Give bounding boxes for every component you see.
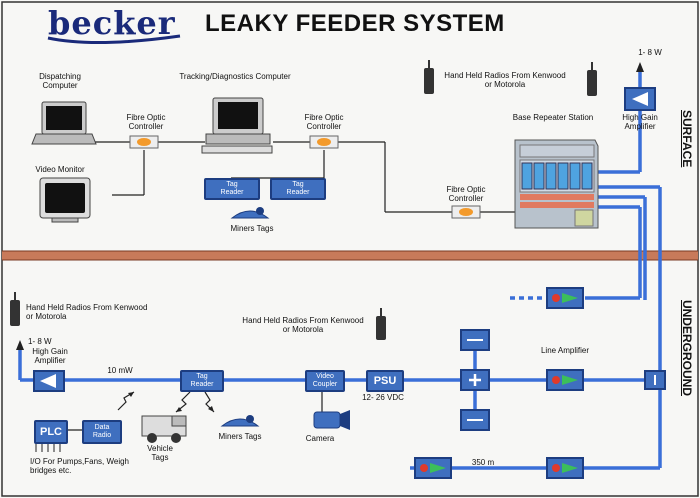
becker-logo: becker [48,4,176,42]
logo-swoosh [47,34,181,45]
fibre-optic-2-label: Fibre Optic Controller [304,113,344,131]
tag-reader-underground: Tag Reader [180,370,224,392]
wireless-link-arrows [117,391,215,413]
base-repeater-station [514,139,599,229]
handheld-radio-icon [587,62,597,96]
miners-tag-icon [230,207,270,219]
psu: PSU [366,370,404,392]
surface-label: SURFACE [680,110,694,168]
handheld-radio-icon [424,60,434,94]
handheld-radios-mid-label: Hand Held Radios From Kenwood or Motorol… [242,316,364,334]
underground-label: UNDERGROUND [680,300,694,396]
antenna-arrow-icon [636,62,644,72]
handheld-radios-left-label: Hand Held Radios From Kenwood or Motorol… [26,303,148,321]
base-repeater-label: Base Repeater Station [512,113,594,122]
line-amplifier-label: Line Amplifier [540,346,590,355]
miners-tags-surface-label: Miners Tags [230,224,274,233]
vehicle-tags-label: Vehicle Tags [147,444,173,462]
tracking-computer-label: Tracking/Diagnostics Computer [179,72,291,81]
splitter-icon [460,369,490,391]
fibre-optic-controller-icon [129,135,159,149]
plc: PLC [34,420,68,444]
video-monitor-label: Video Monitor [35,165,85,174]
miners-tag-icon [220,415,260,427]
surface-divider [2,251,698,260]
power-top-label: 1- 8 W [638,48,662,57]
fibre-optic-3-label: Fibre Optic Controller [446,185,486,203]
miners-tags-underground-label: Miners Tags [218,432,262,441]
tag-reader-2: Tag Reader [270,178,326,200]
dispatching-computer-label: Dispatching Computer [39,72,81,90]
psu-voltage-label: 12- 26 VDC [362,393,404,402]
power-10mw-label: 10 mW [107,366,133,375]
distance-label: 350 m [471,458,495,467]
line-amplifier-icon [546,457,584,479]
high-gain-amplifier-icon [624,87,656,111]
fibre-optic-controller-icon [451,205,481,219]
line-amplifier-icon [546,369,584,391]
high-gain-amplifier-icon [33,370,65,392]
laptop-icon [31,101,97,145]
tag-reader-1: Tag Reader [204,178,260,200]
passive-block-icon [460,329,490,351]
handheld-radios-surface-label: Hand Held Radios From Kenwood or Motorol… [444,71,566,89]
haul-truck-icon [141,415,187,443]
high-gain-amp-surface-label: High Gain Amplifier [622,113,658,131]
video-coupler: Video Coupler [305,370,345,392]
line-amplifier-icon [414,457,452,479]
handheld-radio-icon [10,292,20,326]
high-gain-amp-underground-label: High Gain Amplifier [32,347,68,365]
camera-icon [313,390,350,430]
video-monitor-icon [39,177,91,223]
passive-block-icon [460,409,490,431]
antenna-arrow-icon [16,340,24,350]
terminator-icon [644,370,666,390]
handheld-radio-icon [376,308,386,340]
data-radio: Data Radio [82,420,122,444]
desktop-computer-icon [201,97,273,154]
power-left-label: 1- 8 W [28,337,52,346]
fibre-optic-controller-icon [309,135,339,149]
line-amplifier-icon [546,287,584,309]
page-title: LEAKY FEEDER SYSTEM [205,10,505,37]
io-label: I/O For Pumps,Fans, Weigh bridges etc. [30,457,129,475]
fibre-optic-1-label: Fibre Optic Controller [126,113,166,131]
camera-label: Camera [305,434,335,443]
